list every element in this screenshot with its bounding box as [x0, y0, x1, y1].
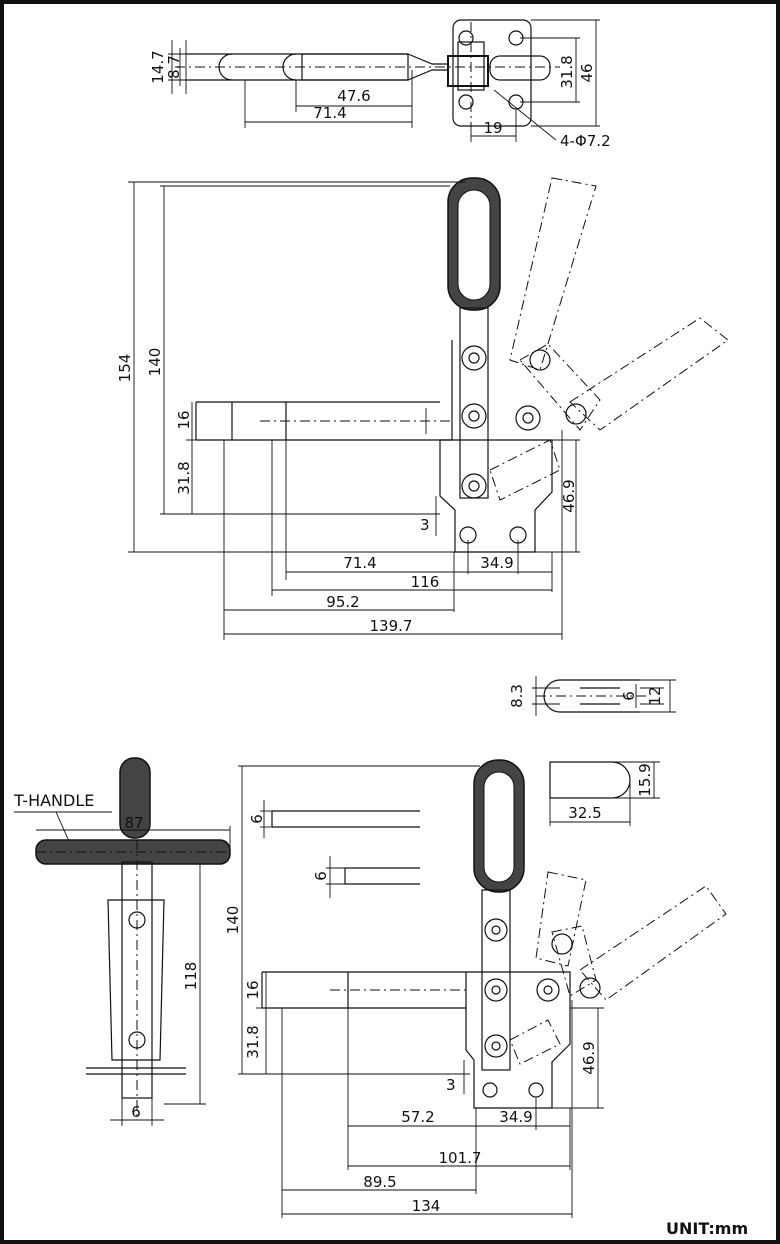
- dim-19: 19: [483, 119, 502, 137]
- t-handle-label: T-HANDLE: [13, 791, 94, 810]
- dim-46-9: 46.9: [580, 1041, 598, 1074]
- dim-16: 16: [175, 410, 193, 429]
- bar-details: 6 6: [248, 800, 420, 898]
- dim-46: 46: [578, 63, 596, 82]
- dim-139-7: 139.7: [370, 617, 413, 635]
- dim-101-7: 101.7: [439, 1149, 482, 1167]
- t-handle-view: T-HANDLE 87 118 6: [13, 757, 231, 1126]
- dim-3: 3: [446, 1076, 456, 1094]
- dim-71-4: 71.4: [313, 104, 346, 122]
- detail-pad: 15.9 32.5: [549, 761, 660, 826]
- dim-14-7: 14.7: [149, 50, 167, 83]
- dim-47-6: 47.6: [337, 87, 370, 105]
- dim-154: 154: [116, 354, 134, 383]
- side-view-2: 140 16 31.8 3 46.9 57.2 34.9 101.7 89.5 …: [224, 759, 727, 1218]
- detail-tip: 8.3 6 12: [508, 676, 676, 716]
- bar-dim-6b: 6: [312, 871, 330, 881]
- tip-dim-12: 12: [646, 686, 664, 705]
- side-view-1: 154 140 16 31.8 3 46.9 71.4 34.9 116 95.…: [116, 177, 729, 640]
- dim-140: 140: [146, 348, 164, 377]
- dim-16: 16: [244, 980, 262, 999]
- dim-140: 140: [224, 906, 242, 935]
- handle-dim-118: 118: [182, 962, 200, 991]
- dim-116: 116: [411, 573, 440, 591]
- dim-71-4: 71.4: [343, 554, 376, 572]
- dim-89-5: 89.5: [363, 1173, 396, 1191]
- dim-31-8: 31.8: [175, 461, 193, 494]
- dim-34-9: 34.9: [480, 554, 513, 572]
- tip-dim-6: 6: [620, 691, 638, 701]
- handle-dim-6: 6: [131, 1103, 141, 1121]
- top-view: 14.7 8.7 47.6 71.4 31.8 46 19 4-Φ7.2: [149, 19, 611, 150]
- hole-note: 4-Φ7.2: [560, 132, 611, 150]
- dim-34-9: 34.9: [499, 1108, 532, 1126]
- handle-dim-87: 87: [124, 814, 143, 832]
- unit-label: UNIT:mm: [666, 1219, 748, 1238]
- pad-dim-32-5: 32.5: [568, 804, 601, 822]
- dim-31-8: 31.8: [558, 55, 576, 88]
- dim-95-2: 95.2: [326, 593, 359, 611]
- tip-dim-8-3: 8.3: [508, 684, 526, 708]
- dim-8-7: 8.7: [165, 55, 183, 79]
- dim-46-9: 46.9: [560, 479, 578, 512]
- bar-dim-6a: 6: [248, 814, 266, 824]
- dim-134: 134: [412, 1197, 441, 1215]
- pad-dim-15-9: 15.9: [636, 763, 654, 796]
- dim-57-2: 57.2: [401, 1108, 434, 1126]
- dim-31-8: 31.8: [244, 1025, 262, 1058]
- dim-3: 3: [420, 516, 430, 534]
